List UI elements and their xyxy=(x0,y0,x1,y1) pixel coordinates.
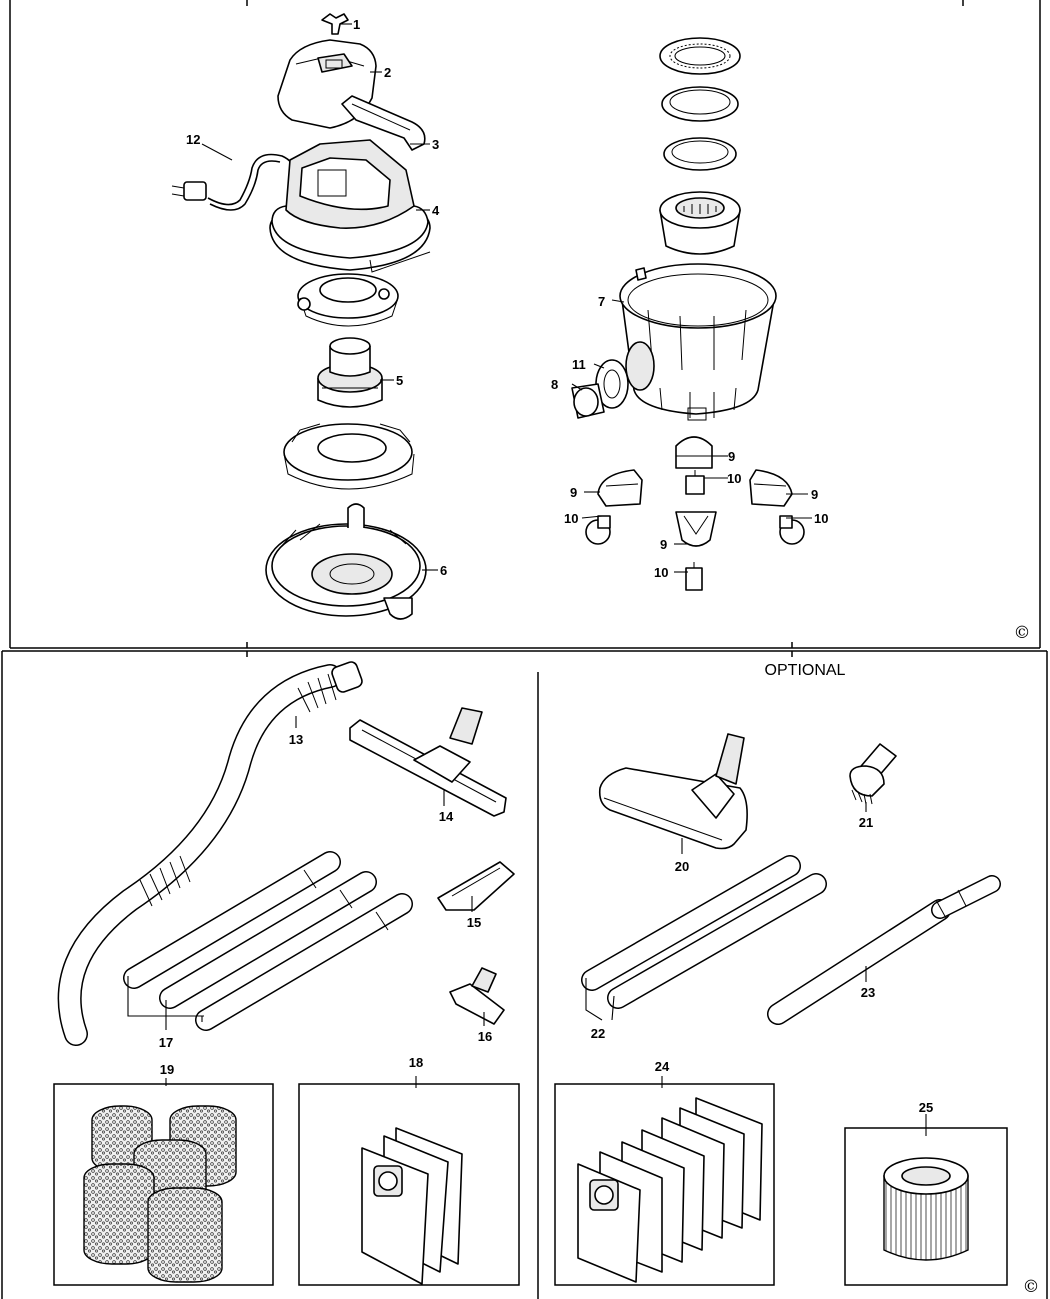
foam-filters-box xyxy=(53,1083,274,1286)
motor-icon xyxy=(317,337,383,408)
upholstery-nozzle-icon xyxy=(449,967,505,1025)
part-number-label: 3 xyxy=(432,137,439,152)
part-number-label: 13 xyxy=(289,732,303,747)
part-number-label: 17 xyxy=(159,1035,173,1050)
optional-paper-bags-box xyxy=(554,1083,775,1286)
part-number-label: 8 xyxy=(551,377,558,392)
part-number-label: 22 xyxy=(591,1026,605,1041)
part-number-label: 16 xyxy=(478,1029,492,1044)
floor-nozzle-icon xyxy=(349,707,507,817)
caster-bracket-right-icon xyxy=(749,469,793,507)
caster-wheel-left-icon xyxy=(585,515,611,545)
caster-wheel-top-icon xyxy=(685,470,705,495)
filter-cage-icon xyxy=(659,191,741,255)
power-cord-icon xyxy=(171,153,296,211)
part-number-label: 2 xyxy=(384,65,391,80)
leader-lines xyxy=(127,23,927,1136)
motor-head-housing-icon xyxy=(269,139,431,273)
part-number-label: 20 xyxy=(675,859,689,874)
carry-handle-icon xyxy=(341,95,426,151)
part-number-label: 21 xyxy=(859,815,873,830)
paper-bags-icon xyxy=(361,1127,463,1285)
caster-wheel-right-icon xyxy=(779,515,805,545)
part-number-label: 9 xyxy=(570,485,577,500)
lower-panel-frame xyxy=(1,650,1048,1299)
part-number-label: 1 xyxy=(353,17,360,32)
inlet-connector-icon xyxy=(571,383,605,419)
optional-tubes-icon xyxy=(581,855,827,1009)
extension-tubes-icon xyxy=(123,851,413,1031)
part-number-label: 23 xyxy=(861,985,875,1000)
part-number-label: 10 xyxy=(654,565,668,580)
part-number-label: 18 xyxy=(409,1055,423,1070)
part-number-label: 10 xyxy=(564,511,578,526)
extension-tube-2 xyxy=(159,871,377,1009)
filter-retaining-ring-icon xyxy=(659,37,741,75)
extension-tube-3 xyxy=(195,893,413,1031)
part-callouts: 1 2 3 4 5 6 7 8 9 9 9 9 10 10 10 10 11 1… xyxy=(159,17,933,1115)
part-number-label: 9 xyxy=(811,487,818,502)
optional-tube-2 xyxy=(607,873,827,1009)
head-base-plate-icon xyxy=(265,503,427,620)
part-number-label: 19 xyxy=(160,1062,174,1077)
caster-bracket-left-icon xyxy=(597,469,643,507)
part-number-label: 10 xyxy=(814,511,828,526)
filter-seal-ring-icon xyxy=(663,137,737,171)
part-number-label: 5 xyxy=(396,373,403,388)
tank-icon xyxy=(619,263,777,421)
motor-seal-ring-icon xyxy=(297,273,399,327)
part-number-label: 6 xyxy=(440,563,447,578)
crevice-tool-icon xyxy=(437,861,515,911)
part-number-label: 7 xyxy=(598,294,605,309)
copyright-mark-bottom: © xyxy=(1023,1277,1040,1297)
copyright-mark-top: © xyxy=(1014,623,1031,643)
part-number-label: 10 xyxy=(727,471,741,486)
foam-filters-icon xyxy=(83,1105,237,1283)
filter-gasket-ring-icon xyxy=(661,86,739,122)
telescopic-tube-icon xyxy=(767,875,1001,1025)
part-number-label: 14 xyxy=(439,809,454,824)
cartridge-filter-box xyxy=(844,1127,1008,1286)
part-number-label: 9 xyxy=(660,537,667,552)
part-number-label: 12 xyxy=(186,132,200,147)
paper-bags-box xyxy=(298,1083,520,1286)
caster-bracket-bottom-icon xyxy=(675,511,717,547)
extension-tube-1 xyxy=(123,851,341,989)
optional-tube-1 xyxy=(581,855,801,991)
part-number-label: 4 xyxy=(432,203,440,218)
upper-panel-frame xyxy=(9,0,1041,649)
combination-floor-nozzle-icon xyxy=(598,733,748,850)
flexible-hose-icon xyxy=(57,661,363,1046)
dusting-brush-icon xyxy=(849,743,897,805)
filter-cage-ring-icon xyxy=(283,423,415,490)
handle-clip-icon xyxy=(321,13,349,35)
part-number-label: 24 xyxy=(655,1059,670,1074)
part-number-label: 15 xyxy=(467,915,481,930)
optional-section-title: OPTIONAL xyxy=(765,662,846,679)
part-number-label: 9 xyxy=(728,449,735,464)
part-number-label: 25 xyxy=(919,1100,933,1115)
part-number-label: 11 xyxy=(572,357,586,372)
optional-paper-bags-icon xyxy=(577,1097,763,1283)
caster-wheel-bottom-icon xyxy=(685,562,703,591)
caster-bracket-top-icon xyxy=(675,436,713,469)
cartridge-filter-icon xyxy=(883,1157,969,1261)
